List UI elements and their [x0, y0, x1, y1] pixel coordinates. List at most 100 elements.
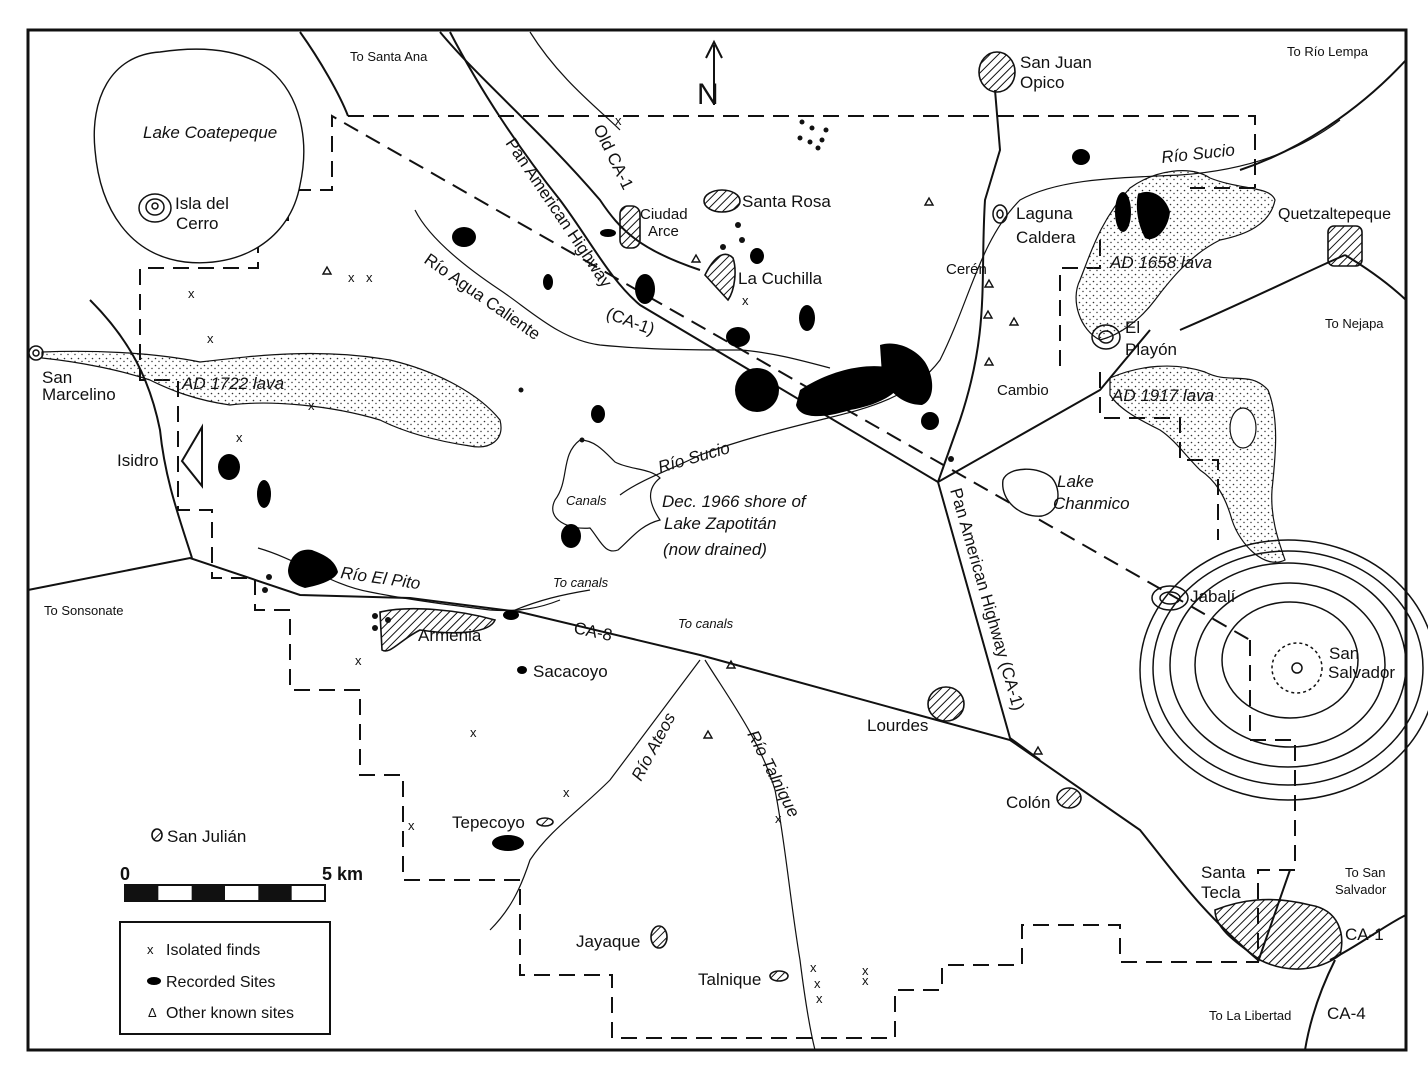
label-to-canals-2: To canals [678, 616, 734, 631]
label-ceren: Cerén [946, 261, 987, 278]
isolated-find: x [810, 960, 817, 975]
label-lourdes: Lourdes [867, 716, 928, 735]
scale-segment [258, 885, 292, 901]
recorded-site [257, 480, 271, 508]
other-site-triangle [725, 659, 737, 669]
other-site-triangle [923, 196, 935, 206]
scale-end-label: 5 km [322, 864, 363, 884]
recorded-site [543, 274, 553, 290]
label-san-juan: San Juan [1020, 53, 1092, 72]
north-arrow: N [697, 39, 723, 111]
label-la-cuchilla: La Cuchilla [738, 269, 823, 288]
legend-cross-symbol: x [147, 942, 154, 957]
recorded-site [503, 610, 519, 620]
isolated-find: x [742, 293, 749, 308]
recorded-site [561, 524, 581, 548]
recorded-site [492, 835, 524, 851]
label-caldera: Caldera [1016, 228, 1076, 247]
laguna-caldera-cone [992, 204, 1008, 224]
label-lake-zapotitan: Lake Zapotitán [664, 514, 776, 533]
el-playon-cone [1091, 324, 1121, 350]
legend-triangle-symbol: Δ [148, 1005, 157, 1020]
isolated-find: x [366, 270, 373, 285]
label-salvador: Salvador [1335, 882, 1387, 897]
label-ca4: CA-4 [1327, 1004, 1366, 1023]
label-marcelino: Marcelino [42, 385, 116, 404]
jayaque-town [650, 925, 668, 949]
small-site-dots [262, 119, 954, 631]
label-jayaque: Jayaque [576, 932, 640, 951]
santa-rosa-town [703, 189, 741, 213]
isolated-find: x [308, 398, 315, 413]
label-lake-coatepeque: Lake Coatepeque [143, 123, 277, 142]
recorded-site [735, 368, 779, 412]
label-playon: Playón [1125, 340, 1177, 359]
label-to-sonsonate: To Sonsonate [44, 603, 124, 618]
rio-sucio-river [619, 119, 1341, 496]
road-to-el-playon [937, 329, 1151, 483]
other-site-triangle [1032, 745, 1044, 755]
rio-talnique-river [704, 659, 816, 1051]
ad-1722-lava-flow [41, 350, 502, 448]
isidro-triangle [180, 423, 203, 489]
talnique-town [769, 970, 789, 982]
lava-window [1229, 407, 1257, 449]
label-talnique: Talnique [698, 970, 761, 989]
label-to-canals-1: To canals [553, 575, 609, 590]
recorded-site [796, 366, 902, 417]
legend-item-recorded-sites: Recorded Sites [166, 974, 275, 991]
ciudad-arce-town [619, 205, 641, 249]
santa-tecla-town [1214, 898, 1343, 970]
isolated-find: x [862, 973, 869, 988]
label-jabali: Jabalí [1190, 587, 1236, 606]
label-isla-del: Isla del [175, 194, 229, 213]
other-site-triangle [1008, 316, 1020, 326]
label-san-salvador-1: San [1329, 644, 1359, 663]
other-site-triangle [983, 278, 995, 288]
isolated-find: x [355, 653, 362, 668]
isolated-find: x [615, 113, 622, 128]
isolated-find: x [470, 725, 477, 740]
legend-item-isolated-finds: Isolated finds [166, 942, 260, 959]
recorded-site [726, 327, 750, 347]
isla-del-cerro-contour [138, 193, 172, 223]
recorded-site [600, 229, 616, 237]
recorded-site [1072, 149, 1090, 165]
recorded-site [591, 405, 605, 423]
label-quetzaltepeque: Quetzaltepeque [1278, 206, 1391, 223]
recorded-site [1115, 192, 1131, 232]
recorded-site [921, 412, 939, 430]
label-ciudad: Ciudad [640, 206, 688, 223]
label-canals: Canals [566, 493, 607, 508]
label-santa-rosa: Santa Rosa [742, 192, 831, 211]
river-north-branch [529, 31, 621, 131]
road-west-north [89, 299, 193, 559]
isolated-find: x [563, 785, 570, 800]
other-site-triangle [982, 309, 994, 319]
isolated-find: x [862, 963, 869, 978]
legend: x Isolated finds Recorded Sites Δ Other … [119, 921, 331, 1035]
label-isidro: Isidro [117, 451, 159, 470]
label-lake: Lake [1057, 472, 1094, 491]
recorded-site [799, 305, 815, 331]
label-laguna: Laguna [1016, 204, 1073, 223]
other-site-triangle [983, 356, 995, 366]
label-tecla: Tecla [1201, 883, 1241, 902]
label-dec-1966-shore: Dec. 1966 shore of [662, 492, 808, 511]
isolated-find: x [408, 818, 415, 833]
label-ad-1658-lava: AD 1658 lava [1109, 253, 1212, 272]
pan-american-highway-road [449, 31, 1041, 761]
old-ca1-road [439, 31, 701, 271]
label-san: San [42, 368, 72, 387]
recorded-site [880, 343, 933, 405]
isolated-find: x [348, 270, 355, 285]
rio-agua-caliente-river [414, 209, 831, 369]
recorded-site [750, 248, 764, 264]
recorded-sites [218, 149, 1170, 851]
san-julian-symbol [151, 828, 163, 842]
scale-start-label: 0 [120, 864, 130, 884]
label-el: El [1125, 318, 1140, 337]
lake-zapotitan-shore [552, 439, 661, 552]
scale-segment [125, 885, 159, 901]
